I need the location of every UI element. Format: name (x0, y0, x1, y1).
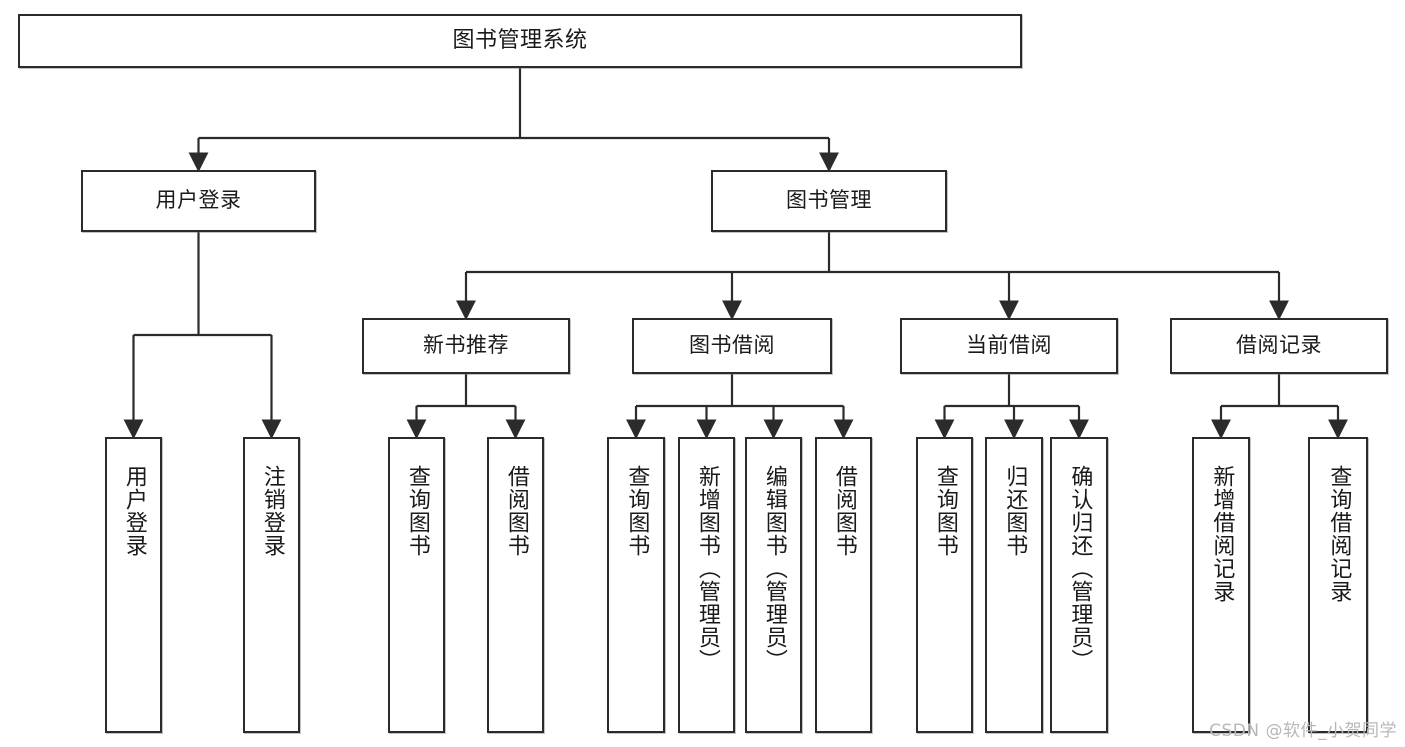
node-leaf-add-book-label: 新增图书（管理员） (694, 465, 720, 672)
node-leaf-query-record-label: 查询借阅记录 (1326, 465, 1352, 603)
node-book-borrow: 图书借阅 (632, 318, 832, 374)
node-leaf-borrow-book-2: 借阅图书 (815, 437, 872, 733)
node-leaf-query-book-3: 查询图书 (916, 437, 973, 733)
node-leaf-confirm-return-label: 确认归还（管理员） (1067, 465, 1093, 672)
node-book-borrow-label: 图书借阅 (689, 333, 775, 358)
node-book-manage-label: 图书管理 (786, 188, 872, 213)
node-book-manage: 图书管理 (711, 170, 947, 232)
node-leaf-add-book: 新增图书（管理员） (678, 437, 735, 733)
node-leaf-borrow-book-1: 借阅图书 (487, 437, 544, 733)
node-leaf-user-logout: 注销登录 (243, 437, 300, 733)
node-new-book-rec: 新书推荐 (362, 318, 570, 374)
node-user-login-label: 用户登录 (155, 188, 242, 213)
watermark-text: CSDN @软件_小贺同学 (1209, 721, 1397, 741)
node-leaf-query-book-1-label: 查询图书 (404, 465, 430, 557)
node-current-borrow-label: 当前借阅 (966, 333, 1052, 358)
node-user-login: 用户登录 (81, 170, 316, 232)
node-leaf-borrow-book-2-label: 借阅图书 (831, 465, 857, 557)
node-leaf-query-book-2: 查询图书 (607, 437, 665, 733)
node-leaf-return-book-label: 归还图书 (1002, 465, 1028, 557)
node-current-borrow: 当前借阅 (900, 318, 1118, 374)
node-root: 图书管理系统 (18, 14, 1022, 68)
node-root-label: 图书管理系统 (452, 27, 588, 53)
node-leaf-borrow-book-1-label: 借阅图书 (503, 465, 529, 557)
node-leaf-edit-book: 编辑图书（管理员） (745, 437, 802, 733)
node-leaf-user-login-label: 用户登录 (121, 465, 147, 557)
node-borrow-record-label: 借阅记录 (1236, 333, 1322, 358)
node-leaf-return-book: 归还图书 (985, 437, 1043, 733)
node-leaf-edit-book-label: 编辑图书（管理员） (761, 465, 787, 672)
node-leaf-user-logout-label: 注销登录 (259, 465, 285, 557)
node-leaf-user-login: 用户登录 (105, 437, 162, 733)
node-leaf-query-book-3-label: 查询图书 (932, 465, 958, 557)
node-leaf-confirm-return: 确认归还（管理员） (1050, 437, 1108, 733)
node-leaf-query-book-1: 查询图书 (388, 437, 445, 733)
node-leaf-query-record: 查询借阅记录 (1308, 437, 1368, 733)
node-leaf-add-record-label: 新增借阅记录 (1209, 465, 1235, 603)
node-borrow-record: 借阅记录 (1170, 318, 1388, 374)
node-leaf-query-book-2-label: 查询图书 (624, 465, 650, 557)
node-leaf-add-record: 新增借阅记录 (1192, 437, 1250, 733)
node-new-book-rec-label: 新书推荐 (423, 333, 509, 358)
